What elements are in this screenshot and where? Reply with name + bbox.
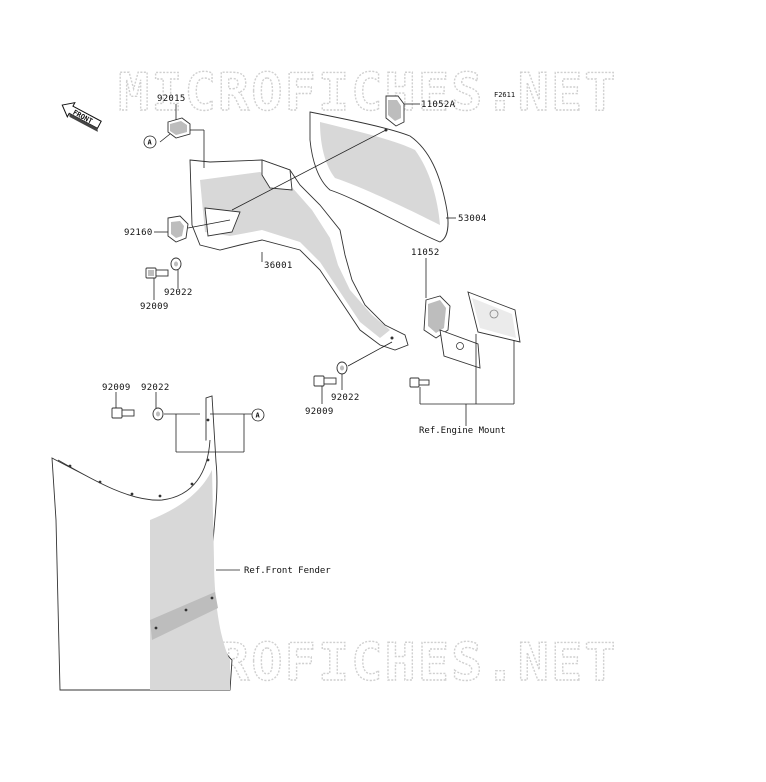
watermark-top: MICROFICHES.NET — [118, 63, 618, 123]
label-36001[interactable]: 36001 — [264, 261, 293, 271]
label-92015[interactable]: 92015 — [157, 94, 186, 104]
label-ref-engine-mount[interactable]: Ref.Engine Mount — [419, 426, 506, 436]
label-92009-lower[interactable]: 92009 — [102, 383, 131, 393]
label-11052a[interactable]: 11052A — [421, 100, 456, 110]
front-fender-shape — [51, 395, 233, 691]
callout-a-lower: A — [251, 408, 265, 422]
svg-text:A: A — [148, 139, 153, 147]
part-11052-shape — [423, 295, 451, 339]
part-92022-washer-lower-shape — [152, 407, 164, 421]
part-92022-washer-middle-shape — [336, 361, 348, 375]
part-92009-bolt-middle-shape — [313, 375, 337, 387]
engine-mount-plate-shape — [439, 291, 521, 369]
callout-a-upper: A — [143, 135, 157, 149]
part-92009-bolt-lower-shape — [111, 407, 135, 419]
part-92160-shape — [167, 215, 189, 243]
label-92022-middle[interactable]: 92022 — [331, 393, 360, 403]
svg-text:A: A — [256, 412, 261, 420]
label-92009-upper[interactable]: 92009 — [140, 302, 169, 312]
front-arrow-icon: FRONT — [61, 102, 102, 132]
part-92009-bolt-upper-shape — [145, 267, 169, 279]
label-ref-front-fender[interactable]: Ref.Front Fender — [244, 566, 331, 576]
label-53004[interactable]: 53004 — [458, 214, 487, 224]
engine-mount-bolt-shape — [409, 377, 430, 388]
label-92022-lower[interactable]: 92022 — [141, 383, 170, 393]
label-92009-middle[interactable]: 92009 — [305, 407, 334, 417]
label-92160[interactable]: 92160 — [124, 228, 153, 238]
leader-lines — [115, 103, 515, 571]
part-11052a-shape — [385, 95, 405, 127]
figure-code: F2611 — [494, 91, 515, 99]
label-92022-upper[interactable]: 92022 — [164, 288, 193, 298]
part-92015-shape — [167, 117, 191, 139]
label-11052[interactable]: 11052 — [411, 248, 440, 258]
part-92022-washer-upper-shape — [170, 257, 182, 271]
